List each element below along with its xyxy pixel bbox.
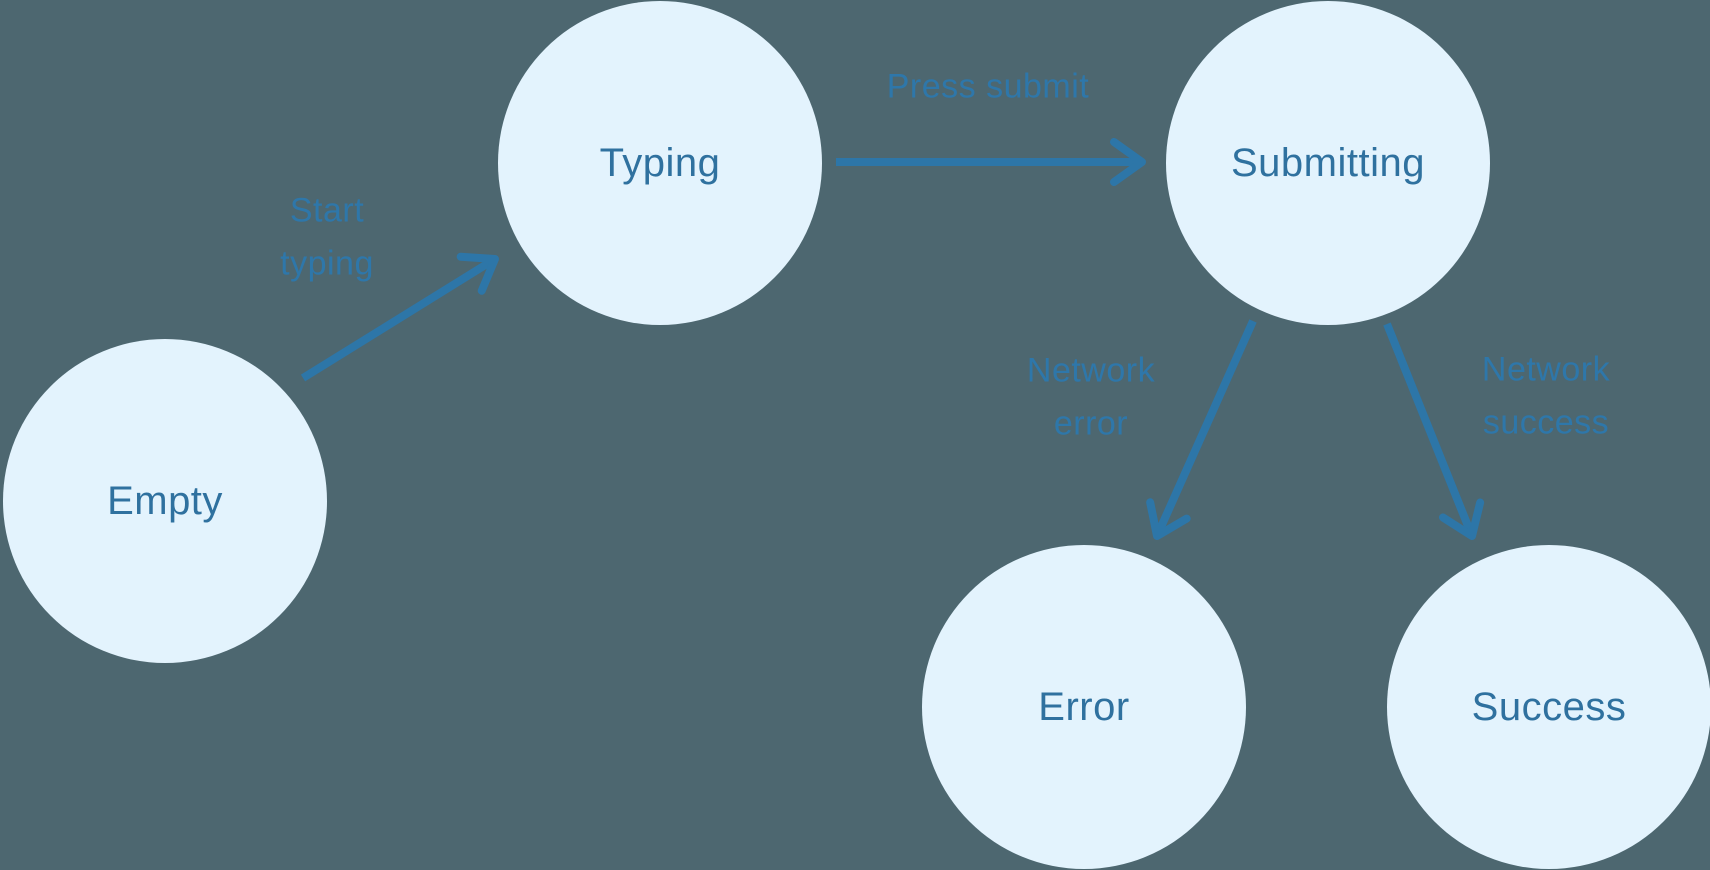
state-node-empty: Empty <box>3 339 327 663</box>
state-node-label: Success <box>1471 684 1627 729</box>
state-node-error: Error <box>922 545 1246 869</box>
state-node-label: Submitting <box>1231 140 1425 185</box>
state-node-success: Success <box>1387 545 1710 869</box>
edge-label-network-error: Network error <box>1026 351 1156 442</box>
state-node-label: Typing <box>599 140 721 185</box>
edge-label-press-submit: Press submit <box>886 67 1090 106</box>
edge-label-network-success: Network success <box>1481 350 1611 441</box>
state-node-label: Error <box>1038 684 1130 729</box>
edge-label-start-typing: Start typing <box>280 191 374 282</box>
state-node-submitting: Submitting <box>1166 1 1490 325</box>
state-node-typing: Typing <box>498 1 822 325</box>
state-node-label: Empty <box>107 478 223 523</box>
